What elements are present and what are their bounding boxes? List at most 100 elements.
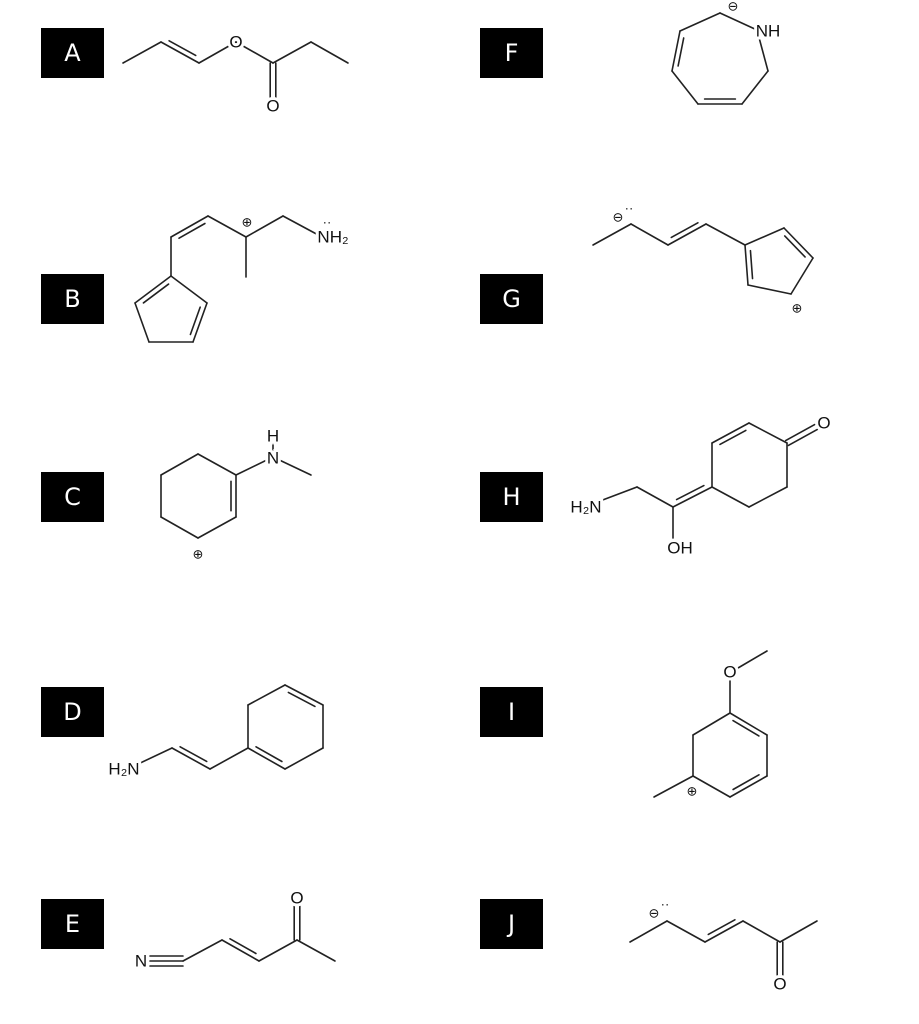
atom-a-o-ester: O — [229, 33, 242, 52]
ring-f — [671, 30, 681, 72]
charge-plus-b: ⊕ — [242, 215, 253, 230]
ring-f — [671, 70, 699, 105]
double-bond-line — [168, 39, 197, 57]
bond-a — [198, 41, 237, 64]
double-bond-line — [783, 235, 806, 258]
label-b: B — [41, 274, 104, 324]
atom-i-o: O — [723, 663, 736, 682]
atom-d-nh2: H₂N — [108, 760, 139, 779]
double-bond-line — [179, 745, 208, 763]
label-a: A — [41, 28, 104, 78]
double-bond-line — [787, 428, 819, 447]
atom-c-n: N — [267, 449, 279, 468]
label-d: D — [41, 687, 104, 737]
ring-c — [197, 516, 237, 539]
bond-h — [672, 486, 713, 508]
bond-e — [182, 939, 223, 962]
ring-c — [197, 453, 237, 476]
ring-g — [747, 284, 792, 295]
lone-pair-b: ·· — [323, 215, 332, 230]
label-j: J — [480, 899, 543, 949]
ring-g — [790, 257, 814, 295]
charge-plus-i: ⊕ — [687, 784, 698, 799]
bond-b — [170, 215, 209, 238]
bond-a — [272, 41, 312, 64]
ring-i — [692, 775, 731, 798]
ring-h — [711, 422, 750, 444]
ring-f — [679, 12, 721, 32]
bond-e — [221, 939, 260, 962]
bond-j — [629, 920, 668, 943]
ring-b — [192, 302, 208, 343]
bond-i-methoxy — [737, 650, 768, 669]
bond-c — [272, 456, 312, 476]
bond-d — [171, 747, 211, 770]
double-bond-line — [675, 484, 705, 501]
bond-h — [636, 486, 674, 508]
bond-b — [245, 215, 284, 238]
bond-e — [258, 939, 298, 962]
bond-a — [235, 41, 274, 64]
atom-b-nh2: NH₂ — [317, 228, 348, 247]
bond-b — [282, 215, 323, 238]
double-bond-line — [255, 746, 283, 763]
bond-a — [310, 41, 349, 64]
ring-h — [711, 486, 750, 508]
charge-plus-c: ⊕ — [193, 547, 204, 562]
double-bond-line — [677, 37, 685, 67]
double-bond-line — [287, 691, 316, 708]
atom-f-nh: NH — [756, 22, 781, 41]
ring-c — [160, 453, 199, 476]
double-bond-line — [732, 719, 760, 737]
label-e: E — [41, 899, 104, 949]
charge-minus-j: ⊖ — [649, 906, 660, 921]
ring-g — [783, 227, 814, 259]
bond-i-methyl — [653, 775, 694, 798]
ring-g — [744, 227, 785, 246]
charge-minus-f: ⊖ — [728, 0, 739, 14]
bond-j — [666, 920, 706, 943]
ring-d — [284, 684, 324, 706]
lone-pair-g: ·· — [625, 201, 634, 216]
ring-g — [744, 244, 749, 286]
ring-i — [729, 775, 768, 798]
ring-i — [729, 712, 768, 736]
bond-j — [742, 920, 781, 943]
bond-c — [235, 456, 274, 476]
label-i: I — [480, 687, 543, 737]
bond-a — [160, 41, 200, 64]
double-bond-line — [142, 283, 170, 304]
ring-d — [247, 684, 286, 706]
bond-d — [135, 747, 173, 766]
label-c: C — [41, 472, 104, 522]
ring-f — [741, 70, 769, 105]
double-bond-line — [749, 249, 754, 280]
charge-plus-g: ⊕ — [792, 301, 803, 316]
ring-f — [756, 29, 769, 72]
bond-e — [296, 939, 336, 962]
ring-d — [247, 747, 286, 770]
bond-d — [209, 747, 249, 770]
double-bond-line — [707, 918, 736, 936]
double-bond-line — [189, 306, 201, 336]
atom-c-h: H — [267, 427, 279, 446]
ring-h — [748, 422, 788, 444]
bond-j — [779, 920, 818, 943]
double-bond-line — [178, 222, 206, 239]
ring-f — [719, 12, 758, 31]
ring-c — [160, 516, 199, 539]
ring-d — [284, 747, 324, 770]
label-g: G — [480, 274, 543, 324]
double-bond-line — [719, 429, 747, 446]
bond-b — [207, 215, 247, 238]
atom-j-o: O — [773, 975, 786, 994]
bond-g — [705, 223, 746, 246]
label-f: F — [480, 28, 543, 78]
label-h: H — [480, 472, 543, 522]
ring-b — [134, 275, 172, 304]
bond-h — [599, 486, 638, 502]
atom-e-n: N — [135, 952, 147, 971]
double-bond-line — [670, 221, 699, 239]
double-bond-line — [784, 423, 816, 442]
